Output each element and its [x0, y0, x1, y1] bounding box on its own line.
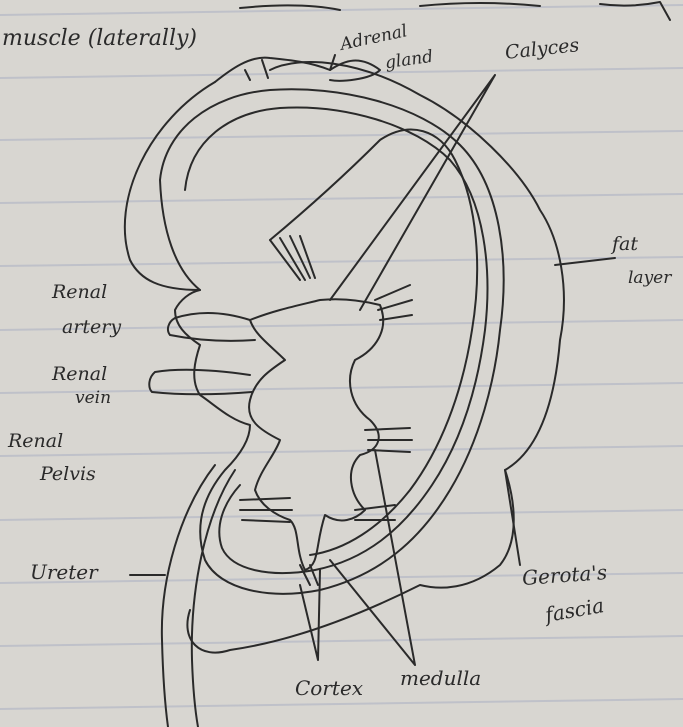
- ureter: [162, 465, 235, 727]
- label-cortex: Cortex: [295, 678, 363, 698]
- medulla-leader: [330, 450, 415, 665]
- label-renal-artery-1: Renal: [52, 283, 107, 302]
- label-renal-pelvis-2: Pelvis: [40, 465, 96, 484]
- medulla-boundary: [270, 130, 477, 555]
- adrenal-gland: [215, 58, 380, 82]
- fat-layer-outline: [125, 62, 564, 653]
- label-medulla: medulla: [400, 668, 481, 688]
- label-renal-pelvis-1: Renal: [8, 432, 63, 451]
- label-ureter: Ureter: [30, 562, 98, 582]
- label-renal-vein-1: Renal: [52, 365, 107, 384]
- label-renal-artery-2: artery: [62, 318, 121, 337]
- label-fat-2: layer: [628, 270, 671, 287]
- label-renal-vein-2: vein: [75, 390, 111, 407]
- renal-pelvis: [249, 299, 383, 570]
- label-gerota-1: Gerota's: [521, 562, 607, 588]
- muscle-leader: [245, 60, 268, 80]
- medulla-striations: [240, 236, 412, 585]
- label-fat-1: fat: [612, 235, 638, 254]
- label-muscle: muscle (laterally): [2, 28, 197, 50]
